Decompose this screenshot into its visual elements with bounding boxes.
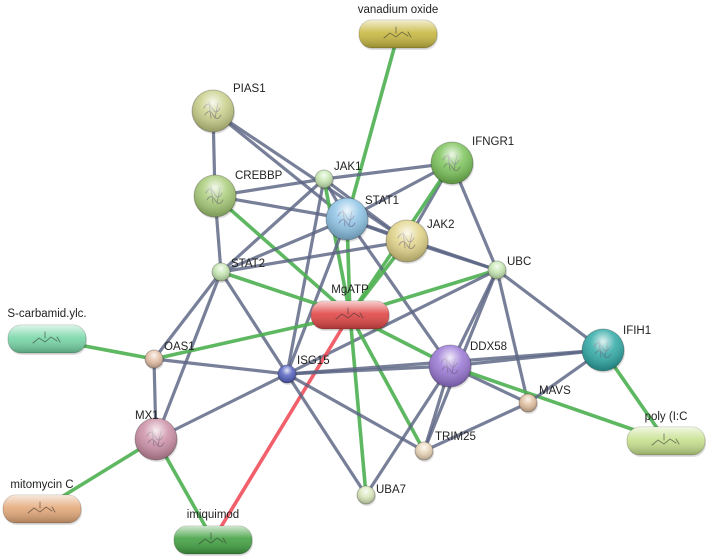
node-ifih1[interactable]: IFIH1	[581, 325, 651, 373]
node-jak2[interactable]: JAK2	[385, 219, 455, 264]
node-label-trim25: TRIM25	[435, 431, 476, 443]
node-label-crebbp: CREBBP	[235, 170, 283, 182]
edge-ubc-mavs[interactable]	[495, 268, 530, 405]
edge-ddx58-uba7[interactable]	[364, 364, 452, 497]
node-label-stat2: STAT2	[231, 258, 265, 270]
edge-mgatp-trim25[interactable]	[348, 313, 426, 453]
node-label-uba7: UBA7	[376, 484, 406, 496]
node-label-vanadium: vanadium oxide	[358, 4, 439, 16]
node-label-mitomycin: mitomycin C	[10, 479, 73, 491]
edge-mavs-trim25[interactable]	[422, 401, 530, 453]
node-label-ubc: UBC	[507, 256, 531, 268]
node-label-mavs: MAVS	[539, 385, 571, 397]
node-scarb[interactable]: S-carbamid.ylc.	[7, 308, 87, 355]
edge-crebbp-mgatp[interactable]	[213, 194, 352, 317]
node-mavs[interactable]: MAVS	[518, 385, 571, 414]
structure-icon	[198, 532, 227, 545]
edge-stat2-mx1[interactable]	[154, 270, 223, 441]
edge-stat2-oas1[interactable]	[152, 270, 223, 361]
node-label-poly: poly (I:C	[645, 411, 688, 423]
node-isg15[interactable]: ISG15	[277, 355, 330, 385]
edge-mgatp-imiquimod[interactable]	[211, 313, 352, 542]
node-oas1[interactable]: OAS1	[144, 341, 195, 370]
edge-stat1-isg15[interactable]	[285, 217, 349, 376]
node-stat2[interactable]: STAT2	[211, 258, 265, 283]
node-label-oas1: OAS1	[164, 341, 195, 353]
edge-jak1-stat2[interactable]	[219, 177, 326, 274]
node-label-ifih1: IFIH1	[623, 325, 651, 337]
node-mitomycin[interactable]: mitomycin C	[2, 479, 82, 525]
node-label-isg15: ISG15	[297, 355, 330, 367]
edge-ubc-ifih1[interactable]	[495, 268, 605, 352]
structure-icon	[27, 501, 56, 514]
edge-ddx58-poly[interactable]	[448, 364, 668, 443]
structure-icon	[32, 331, 61, 344]
edge-isg15-mx1[interactable]	[154, 372, 289, 441]
node-label-scarb: S-carbamid.ylc.	[7, 308, 86, 320]
node-trim25[interactable]: TRIM25	[414, 431, 476, 462]
structure-icon	[335, 307, 364, 320]
edge-oas1-isg15[interactable]	[152, 357, 289, 376]
edge-mgatp-uba7[interactable]	[348, 313, 368, 497]
node-imiquimod[interactable]: imiquimod	[173, 509, 253, 556]
node-ifngr1[interactable]: IFNGR1	[430, 136, 514, 186]
node-mx1[interactable]: MX1	[134, 410, 178, 462]
node-label-jak1: JAK1	[334, 161, 362, 173]
structure-icon	[651, 433, 680, 446]
node-ubc[interactable]: UBC	[487, 256, 531, 281]
edge-jak2-stat2[interactable]	[219, 239, 409, 274]
edge-ddx58-ifih1[interactable]	[448, 348, 605, 368]
node-vanadium[interactable]: vanadium oxide	[358, 4, 439, 50]
node-label-imiquimod: imiquimod	[187, 509, 239, 521]
node-label-jak2: JAK2	[427, 219, 455, 231]
edge-stat2-isg15[interactable]	[219, 270, 289, 376]
edge-jak1-ifngr1[interactable]	[322, 161, 454, 181]
node-jak1[interactable]: JAK1	[314, 161, 362, 190]
node-ddx58[interactable]: DDX58	[428, 341, 507, 389]
node-crebbp[interactable]: CREBBP	[193, 170, 283, 219]
node-label-mx1: MX1	[135, 410, 159, 422]
edge-pias1-stat1[interactable]	[211, 109, 349, 221]
edge-crebbp-stat1[interactable]	[213, 194, 349, 221]
node-uba7[interactable]: UBA7	[356, 484, 406, 506]
node-stat1[interactable]: STAT1	[325, 195, 399, 242]
node-label-ddx58: DDX58	[470, 341, 507, 353]
node-label-stat1: STAT1	[365, 195, 399, 207]
node-label-ifngr1: IFNGR1	[472, 136, 514, 148]
node-mgatp[interactable]: MgATP	[310, 284, 390, 331]
edge-isg15-uba7[interactable]	[285, 372, 368, 497]
edge-ubc-isg15[interactable]	[285, 268, 499, 376]
structure-icon	[383, 26, 412, 39]
node-label-pias1: PIAS1	[233, 83, 266, 95]
node-pias1[interactable]: PIAS1	[191, 83, 266, 134]
edge-stat1-stat2[interactable]	[219, 217, 349, 274]
edge-vanadium-stat1[interactable]	[345, 32, 400, 221]
node-poly[interactable]: poly (I:C	[626, 411, 706, 457]
edge-pias1-jak2[interactable]	[211, 109, 409, 243]
edge-stat1-ddx58[interactable]	[345, 217, 452, 368]
node-label-mgatp: MgATP	[331, 284, 369, 296]
